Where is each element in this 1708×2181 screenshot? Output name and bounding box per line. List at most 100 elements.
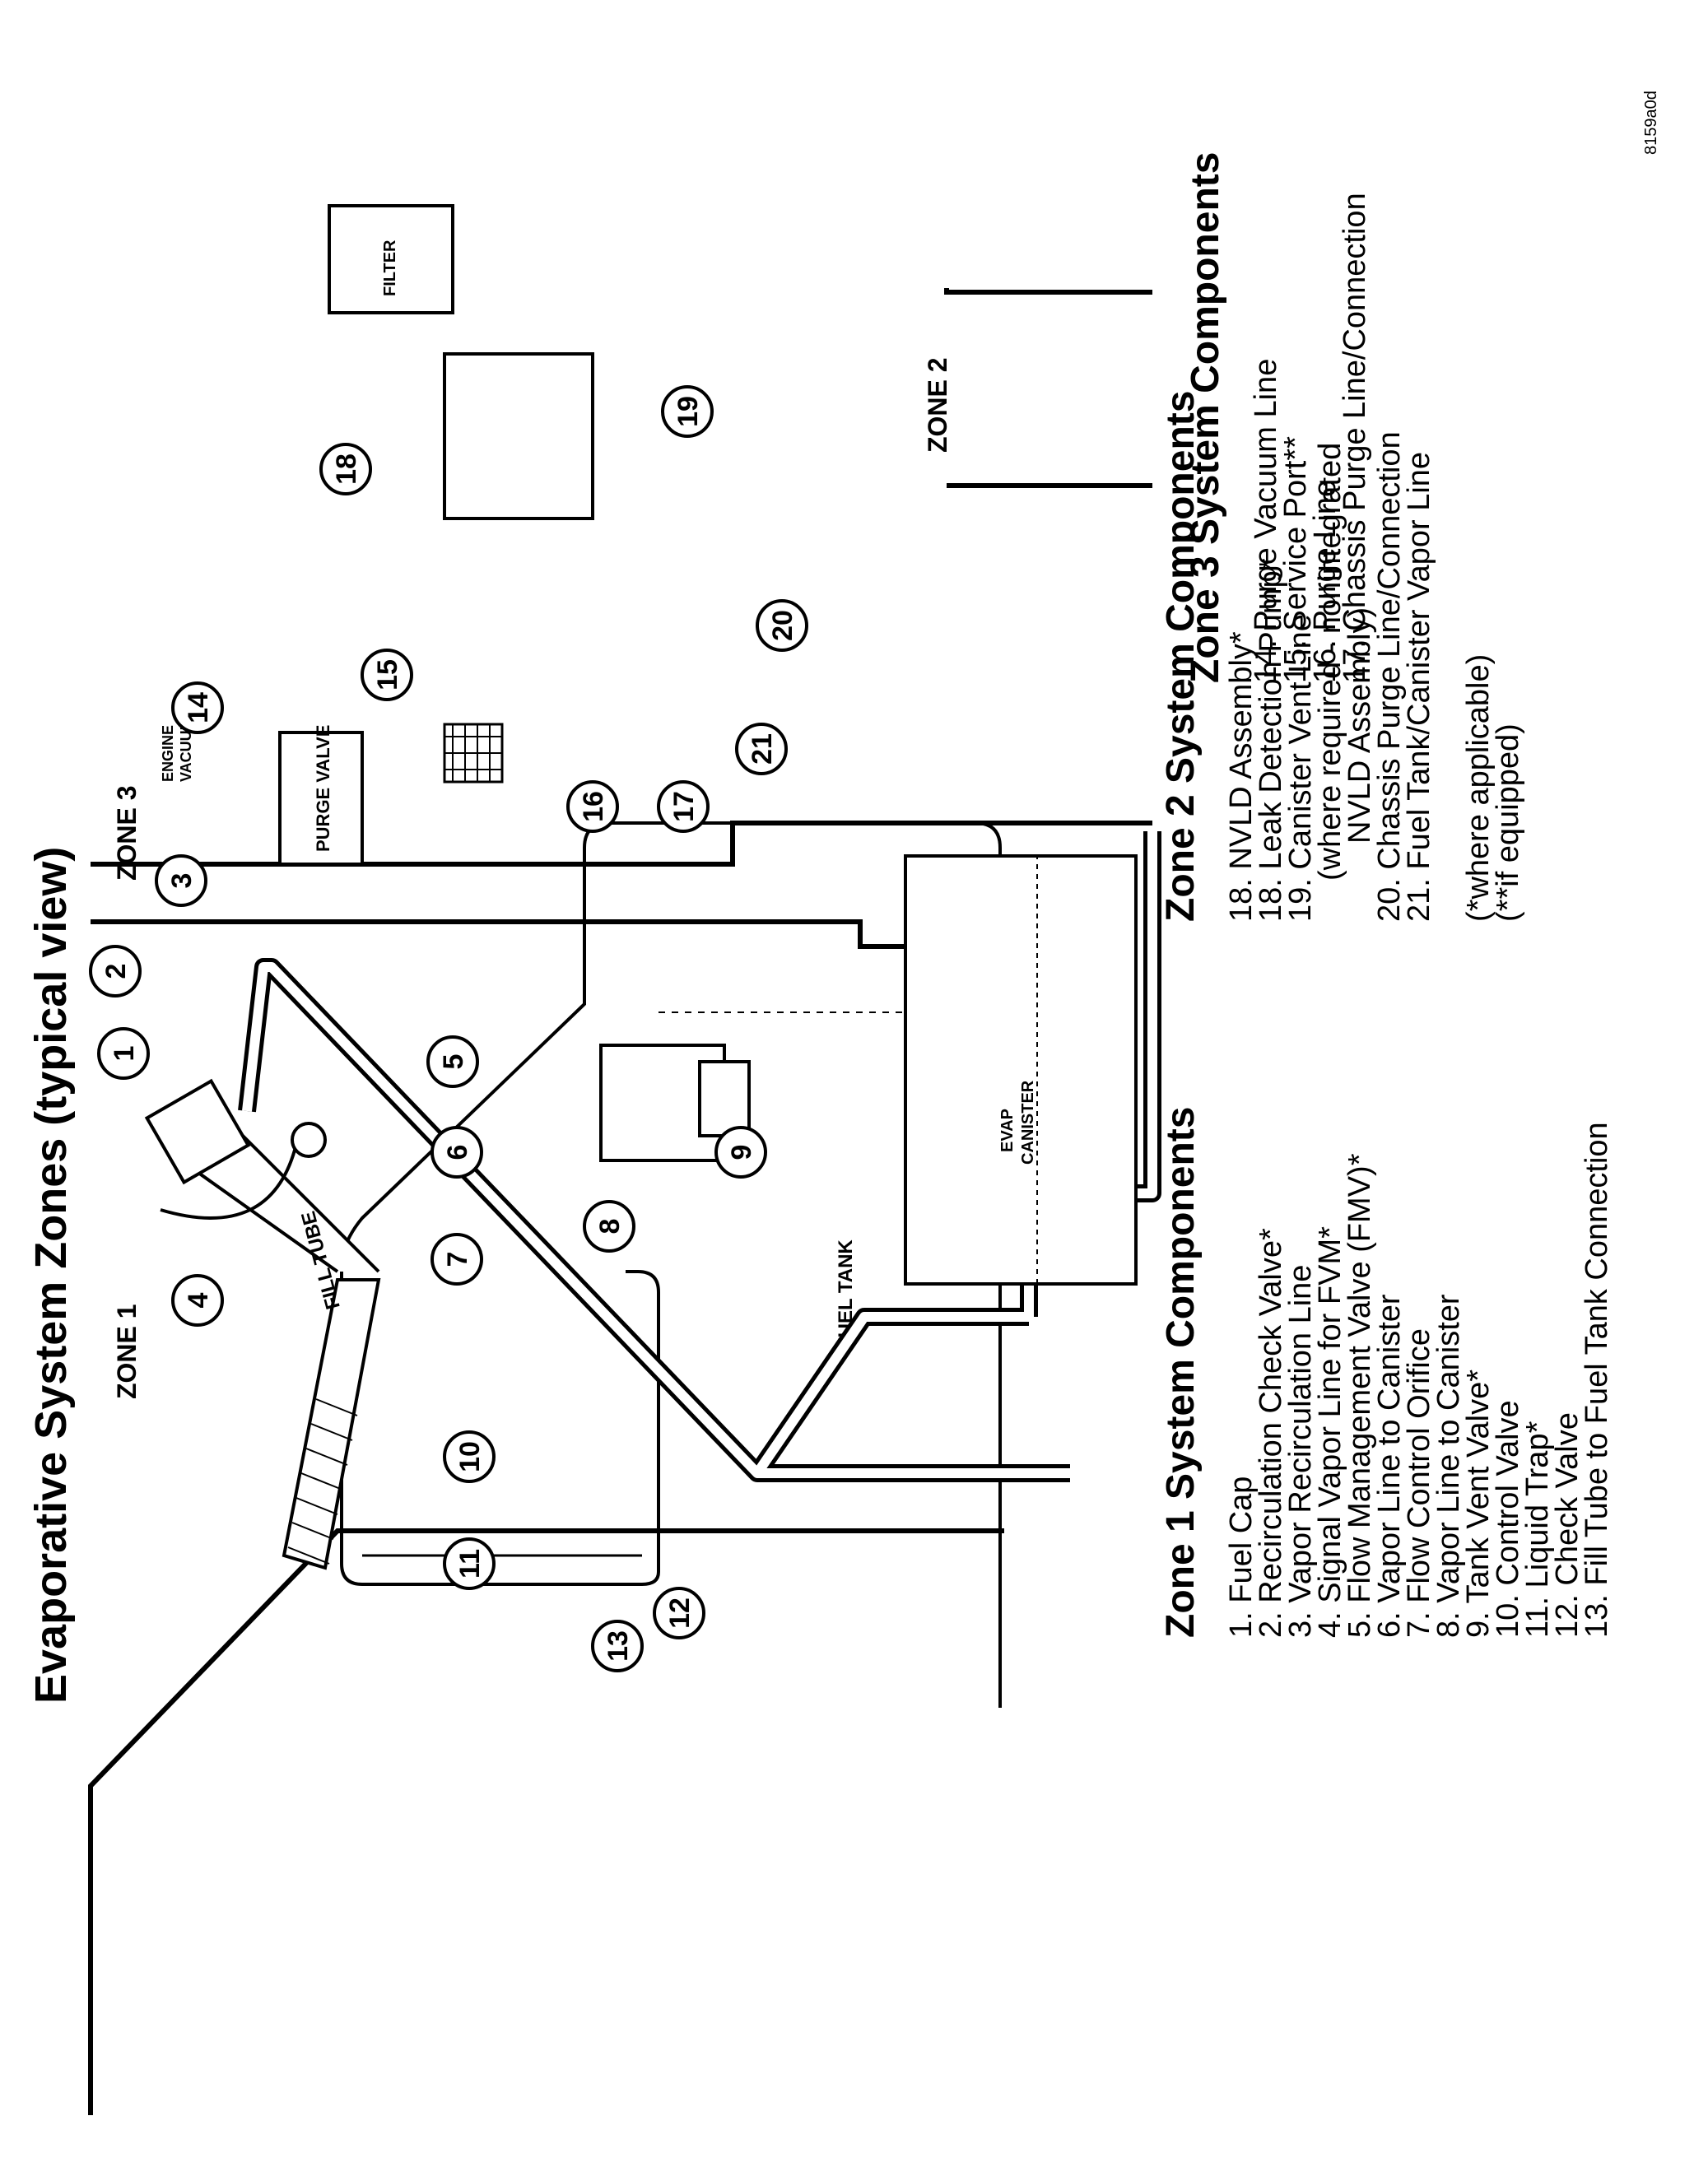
- zone1-item: 9. Tank Vent Valve*: [1461, 1370, 1496, 1638]
- callout-12: 12: [664, 1597, 696, 1629]
- callout-circle-18: [319, 443, 372, 495]
- callout-10: 10: [454, 1441, 486, 1472]
- callout-20: 20: [767, 610, 798, 641]
- zone1-item: 2. Recirculation Check Valve*: [1254, 1228, 1288, 1638]
- zone1-item: 13. Fill Tube to Fuel Tank Connection: [1580, 1122, 1614, 1638]
- callout-circle-13: [591, 1620, 644, 1672]
- fuel-cap-body: [144, 1078, 251, 1185]
- liquid-trap: [698, 1060, 751, 1137]
- zone1-components-list: Zone 1 System Components 1. Fuel Cap 2. …: [1159, 1107, 1614, 1638]
- fill-tube-hatching: [287, 1398, 358, 1565]
- zone2-label: ZONE 2: [923, 357, 952, 453]
- zone2-top-boundary: [944, 288, 1152, 295]
- fuel-cap: [144, 1078, 327, 1220]
- evap-canister-label-2: CANISTER: [1019, 1080, 1037, 1165]
- zone2-item: 19. Canister Vent Line: [1283, 614, 1318, 922]
- callout-5: 5: [438, 1054, 469, 1070]
- zone1-left-boundary: [88, 1528, 1004, 2115]
- zone1-right-boundary: [91, 919, 1008, 949]
- zone1-item: 5. Flow Management Valve (FMV)*: [1343, 1153, 1377, 1638]
- callout-4: 4: [183, 1292, 214, 1308]
- zone2-components-list: Zone 2 System Components 18. NVLD Assemb…: [1159, 391, 1525, 922]
- callout-circle-8: [583, 1200, 635, 1253]
- callout-circle-2: [89, 945, 142, 997]
- callout-21: 21: [747, 733, 778, 765]
- zone2-item: 20. Chassis Purge Line/Connection: [1372, 431, 1407, 922]
- callout-9: 9: [726, 1145, 757, 1160]
- callout-circle-7: [430, 1233, 483, 1286]
- zone1-item: 3. Vapor Recirculation Line: [1283, 1265, 1318, 1638]
- callout-3: 3: [166, 873, 198, 889]
- callout-18: 18: [331, 453, 362, 485]
- callout-circle-14: [171, 681, 224, 734]
- service-port-grid: [444, 724, 502, 782]
- purge-valve: [278, 731, 364, 866]
- zone3-item: 15. Service Port**: [1278, 436, 1313, 683]
- callout-7: 7: [442, 1252, 473, 1267]
- callout-16: 16: [578, 791, 609, 822]
- zone1-item: 8. Vapor Line to Canister: [1431, 1294, 1466, 1638]
- zone1-item: 1. Fuel Cap: [1224, 1476, 1259, 1638]
- nvld-assembly: [443, 352, 594, 520]
- zone3-item: 16. Purge Line: [1308, 480, 1343, 683]
- zone1-item: 7. Flow Control Orifice: [1402, 1328, 1436, 1638]
- zone3-item: 14. Purge Vacuum Line: [1249, 359, 1283, 683]
- zone1-item: 11. Liquid Trap*: [1520, 1421, 1555, 1638]
- zone2-item: 21. Fuel Tank/Canister Vapor Line: [1402, 452, 1436, 922]
- zone1-item: 12. Check Valve: [1550, 1412, 1585, 1638]
- callout-8: 8: [594, 1219, 626, 1235]
- figure-code: 8159a0d: [1642, 91, 1660, 155]
- callout-circle-9: [714, 1126, 767, 1179]
- callout-circle-4: [171, 1274, 224, 1327]
- fill-tube: FILL TUBE: [179, 1108, 381, 1570]
- callout-circle-21: [735, 723, 788, 775]
- callout-circle-11: [443, 1537, 496, 1590]
- callout-circle-16: [566, 780, 619, 833]
- fill-tube-body: [282, 1278, 381, 1570]
- zone2-item: 18. NVLD Assembly*: [1224, 631, 1259, 922]
- callout-circle-5: [426, 1035, 479, 1088]
- zone3-item: 17. Chassis Purge Line/Connection: [1338, 193, 1372, 683]
- zone3-components-list: Zone 3 System Components 14. Purge Vacuu…: [1184, 152, 1372, 683]
- callout-14: 14: [183, 692, 214, 723]
- filter-label: FILTER: [381, 239, 399, 296]
- callout-13: 13: [603, 1630, 634, 1662]
- callout-circle-15: [361, 649, 413, 701]
- fuel-cap-tether: [160, 1143, 298, 1220]
- page-title: Evaporative System Zones (typical view): [26, 847, 76, 1704]
- evap-canister-label-1: EVAP: [998, 1109, 1017, 1152]
- nvld-filter: [328, 204, 454, 314]
- callouts: 1 2 3 4 5 6 7 8 9 10 11 12 13 14 15 16 1…: [89, 385, 808, 1672]
- callout-circle-10: [443, 1430, 496, 1483]
- zone2-item: (where required - nonintegrated: [1313, 443, 1347, 881]
- evap-canister: [904, 854, 1138, 1286]
- engine-vacuum-label-1: ENGINE: [160, 725, 176, 782]
- zone1-item: 10. Control Valve: [1491, 1400, 1525, 1638]
- callout-circle-20: [756, 599, 808, 652]
- zone1-item: 6. Vapor Line to Canister: [1372, 1294, 1407, 1638]
- callout-19: 19: [672, 396, 704, 427]
- callout-17: 17: [668, 791, 700, 822]
- purge-valve-label: PURGE VALVE: [313, 725, 333, 852]
- engine-vacuum-label-2: VACUUM: [178, 718, 194, 782]
- zone2-note: (**if equipped): [1491, 723, 1525, 922]
- zone2-note: (*where applicable): [1461, 654, 1496, 922]
- callout-circle-19: [661, 385, 714, 438]
- callout-1: 1: [109, 1046, 140, 1062]
- figure-code-text: 8159a0d: [1642, 91, 1660, 155]
- callout-6: 6: [442, 1145, 473, 1160]
- zone1-heading: Zone 1 System Components: [1159, 1107, 1203, 1638]
- zone1-item: 4. Signal Vapor Line for FVM*: [1313, 1226, 1347, 1638]
- fuel-cap-ring: [291, 1122, 327, 1158]
- zone2-heading: Zone 2 System Components: [1159, 391, 1203, 922]
- zone3-heading: Zone 3 System Components: [1184, 152, 1227, 683]
- zone2-item: 18. Leak Detection Pump*: [1254, 558, 1288, 922]
- callout-11: 11: [454, 1549, 486, 1579]
- zone1-label: ZONE 1: [112, 1304, 142, 1399]
- callout-circle-17: [657, 780, 710, 833]
- callout-2: 2: [100, 964, 132, 979]
- callout-circle-12: [653, 1587, 705, 1639]
- signal-vapor-line: [749, 1308, 1029, 1479]
